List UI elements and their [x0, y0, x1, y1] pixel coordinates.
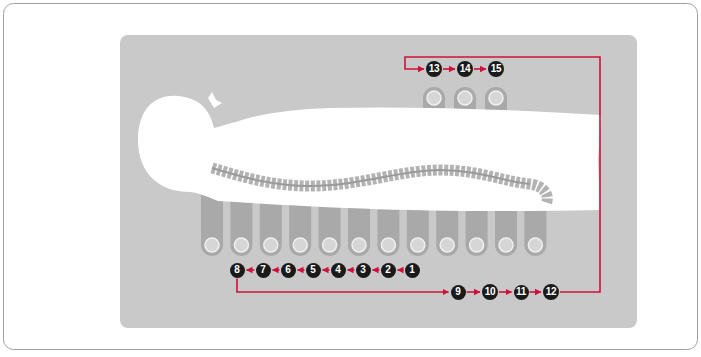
- callout-number: 15: [488, 61, 504, 77]
- callout-text: 4: [335, 265, 340, 275]
- roller: [201, 195, 223, 256]
- callout-text: 8: [234, 265, 239, 275]
- callout-text: 3: [360, 265, 365, 275]
- callout-number: 3: [356, 263, 371, 278]
- callout-number: 12: [543, 284, 559, 300]
- flow-arrow: [298, 269, 305, 271]
- callout-text: 2: [385, 265, 390, 275]
- roller: [230, 195, 252, 256]
- spine: [212, 168, 547, 204]
- callout-number: 7: [256, 263, 271, 278]
- flow-arrow: [467, 291, 481, 293]
- flow-arrow: [247, 269, 255, 271]
- flow-arrow: [474, 68, 486, 70]
- roller-wheel: [458, 91, 472, 105]
- roller-wheel: [411, 238, 425, 252]
- callout-text: 1: [409, 265, 414, 275]
- callout-number: 8: [230, 263, 245, 278]
- body-silhouette: [138, 96, 601, 211]
- roller-wheel: [489, 91, 503, 105]
- flow-arrow: [323, 269, 330, 271]
- flow-arrow: [273, 269, 280, 271]
- roller-wheel: [352, 238, 366, 252]
- callout-number: 6: [281, 263, 296, 278]
- callout-text: 9: [455, 287, 460, 297]
- flow-arrow: [373, 269, 380, 271]
- flow-arrow: [237, 279, 449, 293]
- roller-wheel: [234, 238, 248, 252]
- flow-arrow: [530, 291, 542, 293]
- callout-number: 13: [426, 61, 442, 77]
- callout-text: 13: [429, 64, 440, 74]
- roller-wheel: [381, 238, 395, 252]
- callout-number: 11: [514, 285, 529, 300]
- callout-text: 11: [516, 287, 526, 297]
- flow-arrow: [405, 57, 600, 292]
- roller-wheel: [323, 238, 337, 252]
- callout-text: 5: [310, 265, 315, 275]
- roller-wheel: [528, 238, 542, 252]
- roller-wheel: [293, 238, 307, 252]
- callout-text: 14: [460, 64, 471, 74]
- spinal-cord: [212, 168, 530, 186]
- panel: [120, 35, 637, 328]
- callout-number: 5: [306, 263, 321, 278]
- roller-wheel: [470, 238, 484, 252]
- callout-text: 7: [260, 265, 265, 275]
- callout-text: 12: [546, 287, 557, 297]
- flow-arrow: [398, 269, 404, 271]
- flow-arrow: [348, 269, 355, 271]
- frame: [4, 4, 698, 350]
- flow-arrow: [499, 291, 512, 293]
- flow-arrow: [443, 68, 455, 70]
- callout-text: 6: [285, 265, 290, 275]
- roller-wheel: [427, 91, 441, 105]
- roller-wheel: [264, 238, 278, 252]
- callout-text: 10: [485, 287, 496, 297]
- callout-text: 15: [491, 64, 502, 74]
- roller-wheel: [205, 238, 219, 252]
- callout-number: 2: [381, 263, 396, 278]
- roller-wheel: [440, 238, 454, 252]
- callout-number: 4: [331, 263, 346, 278]
- callout-number: 9: [451, 285, 466, 300]
- callout-number: 14: [457, 61, 473, 77]
- roller-wheel: [499, 238, 513, 252]
- callout-number: 1: [405, 263, 420, 278]
- callout-number: 10: [482, 284, 498, 300]
- nose: [208, 92, 222, 108]
